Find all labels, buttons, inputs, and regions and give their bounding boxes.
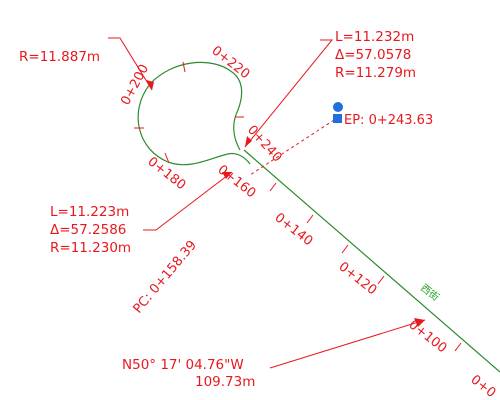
station-label-160: 0+160 xyxy=(215,162,259,201)
road-name: 西街 xyxy=(418,281,442,304)
bottom-left-delta: Δ=57.2586 xyxy=(50,222,126,238)
pc-label: PC: 0+158.39 xyxy=(131,238,200,317)
bottom-left-leader xyxy=(143,171,233,231)
pi-grip[interactable] xyxy=(333,102,343,112)
tangent-label: N50° 17' 04.76"W 109.73m xyxy=(122,357,255,390)
alignment[interactable] xyxy=(137,61,500,373)
ep-marker[interactable] xyxy=(333,102,343,123)
tangent-length: 109.73m xyxy=(195,374,255,390)
station-label-220: 0+220 xyxy=(209,43,253,82)
loop-curve[interactable] xyxy=(137,61,251,166)
loop-delta: Δ=302.6292 xyxy=(12,29,97,45)
station-label-080: 0+0 xyxy=(468,372,499,400)
tangent-bearing: N50° 17' 04.76"W xyxy=(122,357,244,373)
top-right-curve-label: L=11.232m Δ=57.0578 R=11.279m xyxy=(335,29,416,81)
station-label-180: 0+180 xyxy=(145,154,189,193)
ep-label: EP: 0+243.63 xyxy=(344,113,433,128)
tangent-leader xyxy=(269,319,426,369)
station-label-240: 0+240 xyxy=(244,123,285,166)
station-label-200: 0+200 xyxy=(118,62,152,108)
loop-curve-label: L=62.787m Δ=302.6292 R=11.887m xyxy=(12,9,100,65)
top-right-radius: R=11.279m xyxy=(335,65,416,81)
station-label-120: 0+120 xyxy=(336,259,380,298)
tangent-line[interactable] xyxy=(243,149,500,373)
station-ticks xyxy=(134,61,462,352)
top-right-delta: Δ=57.0578 xyxy=(335,47,411,63)
station-label-140: 0+140 xyxy=(272,210,316,249)
loop-leader xyxy=(108,37,153,91)
ep-leader xyxy=(249,119,335,176)
bottom-left-length: L=11.223m xyxy=(50,204,129,220)
arrowheads xyxy=(146,80,425,327)
top-right-leader xyxy=(244,39,334,148)
ep-grip[interactable] xyxy=(333,114,342,123)
leaders xyxy=(108,37,426,369)
loop-length: L=62.787m xyxy=(12,9,91,25)
bottom-left-radius: R=11.230m xyxy=(50,240,131,256)
bottom-left-curve-label: L=11.223m Δ=57.2586 R=11.230m xyxy=(50,204,131,256)
loop-radius: R=11.887m xyxy=(19,49,100,65)
top-right-length: L=11.232m xyxy=(335,29,414,45)
